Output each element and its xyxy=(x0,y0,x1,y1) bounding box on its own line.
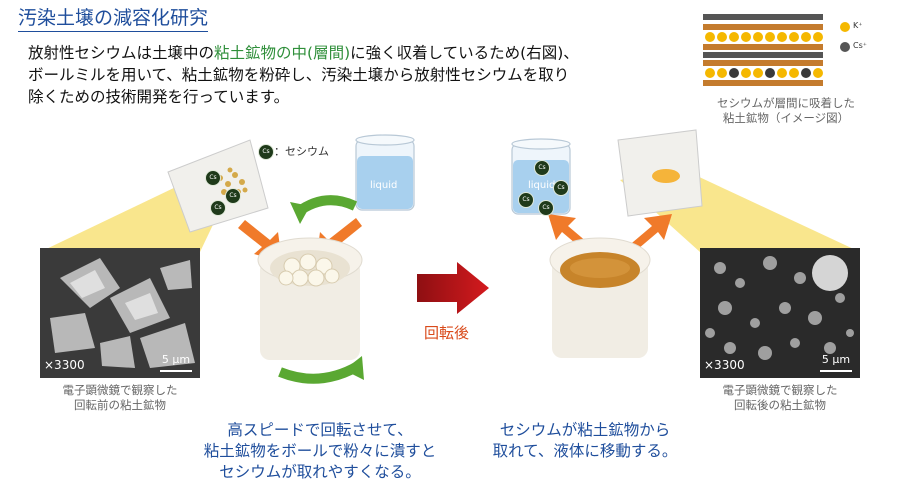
liquid-cs-dot-4: Cs xyxy=(538,200,554,216)
liquid-cs-dot-3: Cs xyxy=(553,180,569,196)
sem-after-magnification: ×3300 xyxy=(704,358,745,372)
sem-before-magnification: ×3300 xyxy=(44,358,85,372)
ball-mill-pot-after xyxy=(549,237,651,358)
caption-before-line1: 高スピードで回転させて、 xyxy=(227,421,413,439)
orange-arrow-up-right-icon xyxy=(626,214,672,254)
sem-image-before: ×3300 5 μm xyxy=(40,248,200,378)
caption-before-line3: セシウムが取れやすくなる。 xyxy=(219,463,421,481)
page-title: 汚染土壌の減容化研究 xyxy=(18,6,209,32)
green-rotation-arrow-bottom xyxy=(278,361,361,384)
sem-before-caption: 電子顕微鏡で観察した 回転前の粘土鉱物 xyxy=(30,383,210,413)
sem-before-caption-line1: 電子顕微鏡で観察した xyxy=(62,383,178,397)
caption-after-line1: セシウムが粘土鉱物から xyxy=(499,421,671,439)
intro-part2: に強く収着しているため(右図)、 xyxy=(350,44,579,62)
process-after xyxy=(511,129,703,358)
beaker-liquid-label: liquid xyxy=(370,180,398,191)
intro-part1: 放射性セシウムは土壌中の xyxy=(28,44,215,62)
soil-cs-dot-2: Cs xyxy=(225,188,241,204)
soil-bag-icon xyxy=(167,139,269,233)
sem-after-caption-line2: 回転後の粘土鉱物 xyxy=(734,398,826,412)
beaker-icon xyxy=(355,134,415,211)
process-before xyxy=(167,134,415,384)
intro-line3: 除くための技術開発を行っています。 xyxy=(28,88,290,106)
sem-after-scale: 5 μm xyxy=(821,353,851,366)
clay-caption: セシウムが層間に吸着した 粘土鉱物（イメージ図） xyxy=(686,96,886,126)
red-process-arrow xyxy=(417,262,489,314)
sem-after-caption-line1: 電子顕微鏡で観察した xyxy=(722,383,838,397)
soil-cs-dot-3: Cs xyxy=(210,200,226,216)
caption-before: 高スピードで回転させて、 粘土鉱物をボールで粉々に潰すと セシウムが取れやすくな… xyxy=(175,420,465,483)
beaker-after-liquid-label: liquid xyxy=(528,180,556,191)
caption-after: セシウムが粘土鉱物から 取れて、液体に移動する。 xyxy=(470,420,700,462)
cs-legend-icon: Cs xyxy=(258,144,274,160)
sem-image-after: ×3300 5 μm xyxy=(700,248,860,378)
sem-before-scale: 5 μm xyxy=(161,353,191,366)
k-ion-legend-icon xyxy=(840,22,850,32)
caption-after-line2: 取れて、液体に移動する。 xyxy=(492,442,678,460)
sem-before-caption-line2: 回転前の粘土鉱物 xyxy=(74,398,166,412)
sem-before-scalebar xyxy=(160,370,192,372)
rotation-after-label: 回転後 xyxy=(424,324,470,342)
clay-caption-line1: セシウムが層間に吸着した xyxy=(717,96,855,110)
clay-caption-line2: 粘土鉱物（イメージ図） xyxy=(722,111,850,125)
clay-bag-after-icon xyxy=(617,129,703,217)
sem-after-scalebar xyxy=(820,370,852,372)
k-legend-label: K⁺ xyxy=(853,21,863,30)
clay-layer-graphic xyxy=(703,14,823,86)
caption-before-line2: 粘土鉱物をボールで粉々に潰すと xyxy=(203,442,437,460)
soil-cs-dot-1: Cs xyxy=(205,170,221,186)
green-arrowhead-top xyxy=(290,202,310,224)
sem-texture-before xyxy=(40,248,200,378)
intro-text: 放射性セシウムは土壌中の粘土鉱物の中(層間)に強く収着しているため(右図)、 ボ… xyxy=(28,42,688,108)
cs-ion-legend-icon xyxy=(840,42,850,52)
sem-after-caption: 電子顕微鏡で観察した 回転後の粘土鉱物 xyxy=(690,383,870,413)
liquid-cs-dot-2: Cs xyxy=(518,192,534,208)
ball-mill-pot xyxy=(257,237,363,360)
cs-legend-label: Cs⁺ xyxy=(853,41,867,50)
liquid-cs-dot-1: Cs xyxy=(534,160,550,176)
green-arrowhead-bottom xyxy=(344,356,364,380)
clay-layer-diagram xyxy=(703,14,850,86)
intro-line2: ボールミルを用いて、粘土鉱物を粉砕し、汚染土壌から放射性セシウムを取り xyxy=(28,66,570,84)
intro-highlight: 粘土鉱物の中(層間) xyxy=(214,44,351,62)
cs-legend-label: ：セシウム xyxy=(274,145,329,158)
sem-texture-after xyxy=(700,248,860,378)
